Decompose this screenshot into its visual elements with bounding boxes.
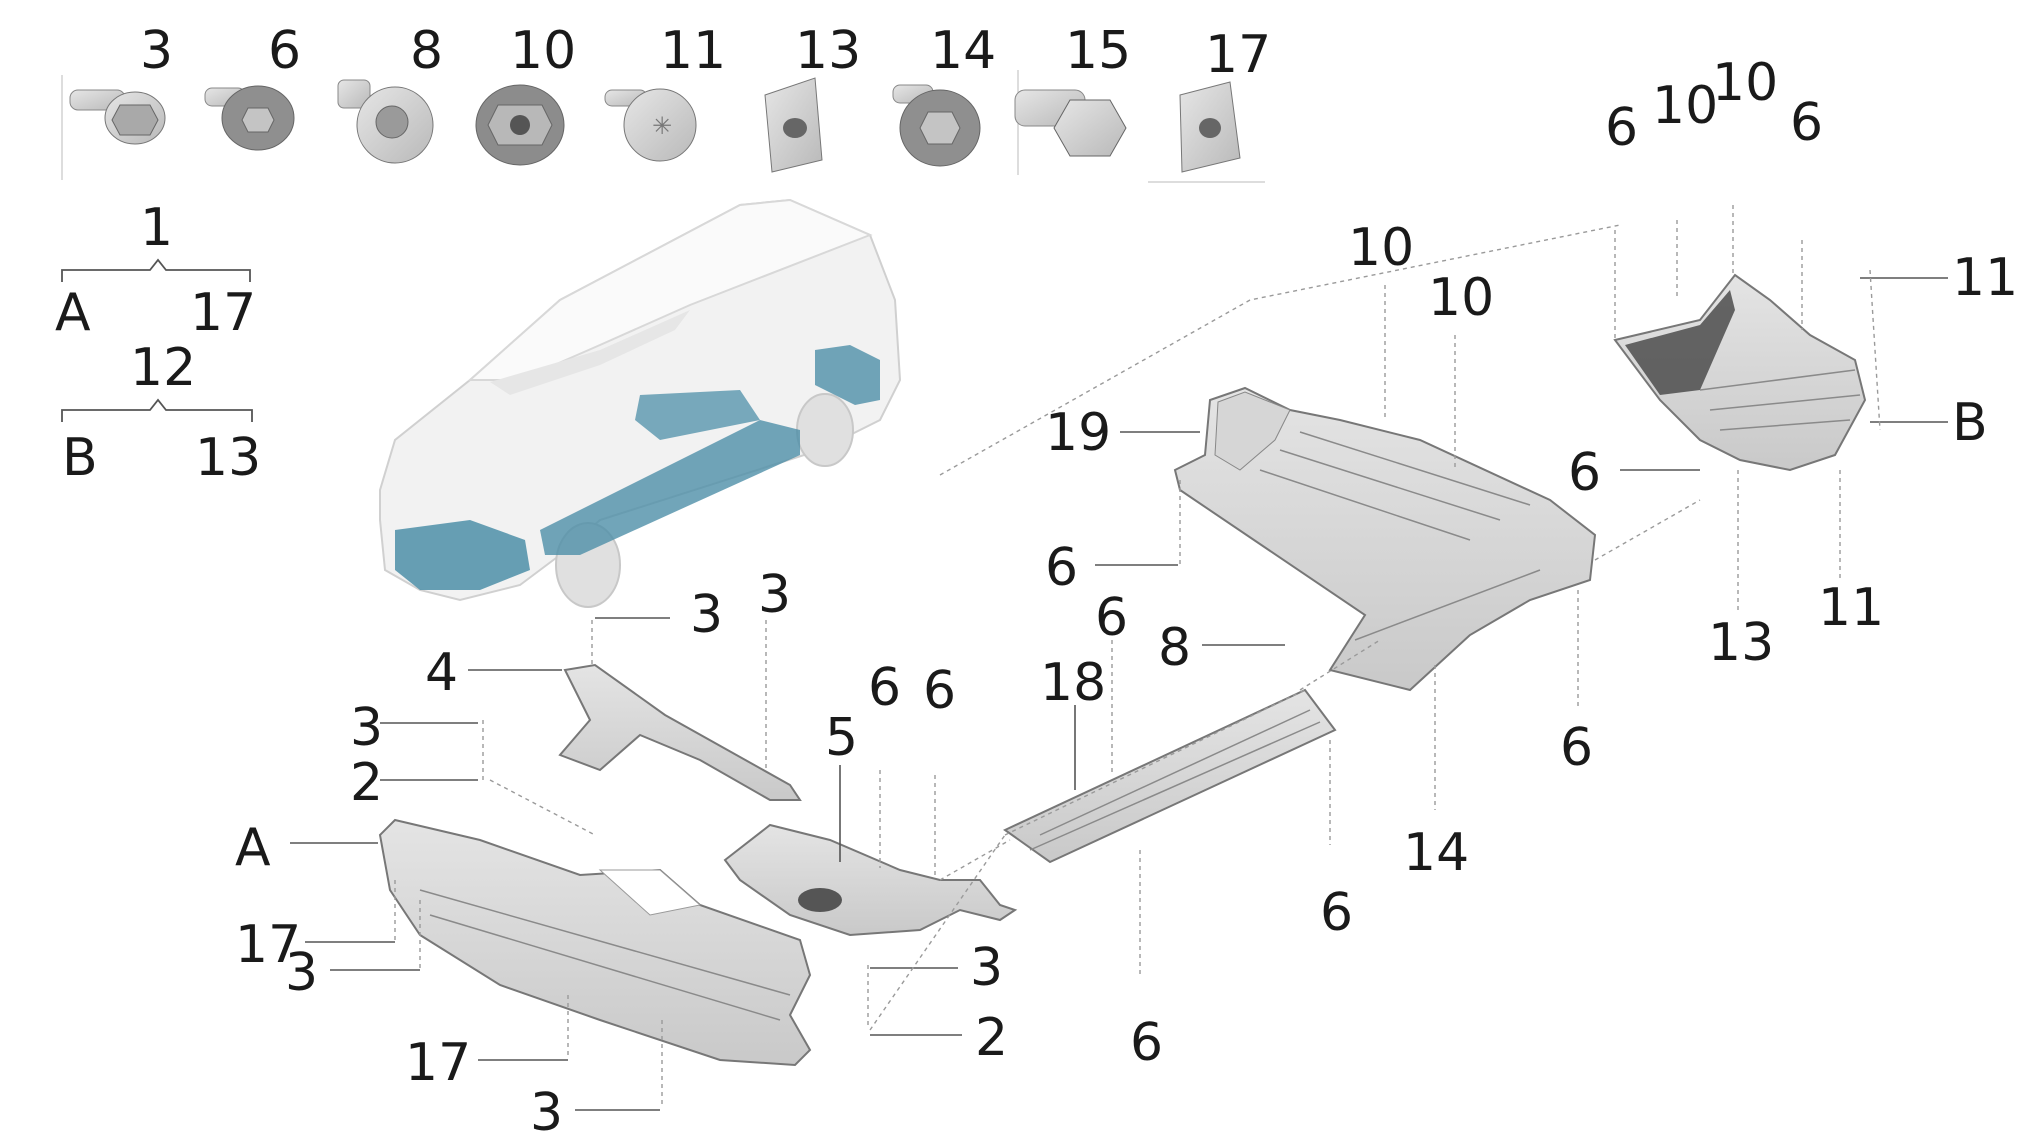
front-callout-2a: 2 <box>350 753 383 813</box>
mid-callout-6b: 6 <box>1560 718 1593 778</box>
front-callout-17a: 17 <box>235 915 301 975</box>
fastener-17: 17 <box>1148 25 1271 183</box>
vehicle-highlight-center <box>540 420 800 555</box>
hardware-label-17: 17 <box>1205 25 1271 85</box>
front-callout-3b: 3 <box>758 565 791 625</box>
fastener-3: 3 <box>61 21 173 180</box>
mid-callout-10b: 10 <box>1428 268 1494 328</box>
fastener-8: 8 <box>337 21 443 164</box>
strip-callout-6b: 6 <box>1320 883 1353 943</box>
rear-callout-10b: 10 <box>1712 53 1778 113</box>
kit-12: 12 B 13 <box>61 338 261 488</box>
fastener-10: 10 <box>475 21 576 166</box>
kit-1-left: A <box>55 283 91 343</box>
fastener-14: 14 <box>892 21 996 167</box>
fastener-13: 13 <box>764 21 861 173</box>
shield-a <box>378 818 812 1067</box>
mid-callout-10a: 10 <box>1348 218 1414 278</box>
front-callout-3a: 3 <box>690 585 723 645</box>
vehicle-overview <box>379 198 902 608</box>
front-callout-4: 4 <box>425 643 458 703</box>
svg-text:✳: ✳ <box>652 112 672 140</box>
rear-callout-6b: 6 <box>1790 93 1823 153</box>
bracket-4 <box>558 663 802 801</box>
mid-callout-14: 14 <box>1403 823 1469 883</box>
front-callout-2b: 2 <box>975 1008 1008 1068</box>
front-callout-a: A <box>235 818 271 878</box>
front-bracket: 4 3 3 3 2 <box>350 565 802 813</box>
fastener-11: 11 ✳ <box>604 21 726 162</box>
vehicle-highlight-rear <box>815 345 880 405</box>
kit-1: 1 A 17 <box>55 198 256 343</box>
strip-callout-18: 18 <box>1040 653 1106 713</box>
hardware-strip: 3 6 8 10 11 <box>61 21 1271 183</box>
rear-callout-10a: 10 <box>1652 76 1718 136</box>
front-callout-3d: 3 <box>285 943 318 1003</box>
hardware-label-13: 13 <box>795 21 861 81</box>
front-callout-3c: 3 <box>350 698 383 758</box>
rear-callout-11a: 11 <box>1952 248 2018 308</box>
rear-callout-11b: 11 <box>1818 578 1884 638</box>
hardware-label-10: 10 <box>510 21 576 81</box>
front-callout-3e: 3 <box>970 938 1003 998</box>
hardware-label-6: 6 <box>268 21 301 81</box>
fastener-15: 15 <box>1014 21 1131 175</box>
side-strip-shield: 18 6 6 6 <box>1003 588 1353 1073</box>
mid-callout-6a: 6 <box>1045 538 1078 598</box>
rear-shield <box>1613 273 1867 472</box>
hardware-label-3: 3 <box>140 21 173 81</box>
hardware-label-14: 14 <box>930 21 996 81</box>
strip-callout-6c: 6 <box>1130 1013 1163 1073</box>
hardware-label-8: 8 <box>410 21 443 81</box>
rear-shield-assembly: 6 10 10 6 11 B 6 13 11 <box>1568 53 2018 673</box>
rear-callout-13: 13 <box>1708 613 1774 673</box>
mid-callout-8: 8 <box>1158 618 1191 678</box>
centre-callout-6a: 6 <box>868 658 901 718</box>
strip-callout-6a: 6 <box>1095 588 1128 648</box>
vehicle-highlight-front <box>395 520 530 590</box>
rear-callout-6c: 6 <box>1568 443 1601 503</box>
centre-callout-5: 5 <box>825 708 858 768</box>
floor-shield <box>1173 386 1597 692</box>
rear-callout-b: B <box>1952 393 1988 453</box>
vehicle-highlight-mid <box>635 390 760 440</box>
hardware-label-11: 11 <box>660 21 726 81</box>
fastener-6: 6 <box>204 21 301 151</box>
strip-shield <box>1003 688 1337 864</box>
kit-12-id: 12 <box>130 338 196 398</box>
front-callout-17b: 17 <box>405 1033 471 1093</box>
bracket-5 <box>723 823 1018 937</box>
kit-12-left: B <box>62 428 98 488</box>
hardware-label-15: 15 <box>1065 21 1131 81</box>
middle-floor-shield: 10 10 19 6 8 6 14 <box>1045 218 1597 883</box>
front-shield: A 17 3 3 2 17 3 <box>235 818 1008 1140</box>
kit-12-right: 13 <box>195 428 261 488</box>
centre-bracket: 5 6 6 <box>723 658 1018 937</box>
front-callout-3f: 3 <box>530 1083 563 1140</box>
mid-callout-19: 19 <box>1045 403 1111 463</box>
kit-1-right: 17 <box>190 283 256 343</box>
rear-callout-6a: 6 <box>1605 98 1638 158</box>
kit-1-id: 1 <box>140 198 173 258</box>
centre-callout-6b: 6 <box>923 661 956 721</box>
